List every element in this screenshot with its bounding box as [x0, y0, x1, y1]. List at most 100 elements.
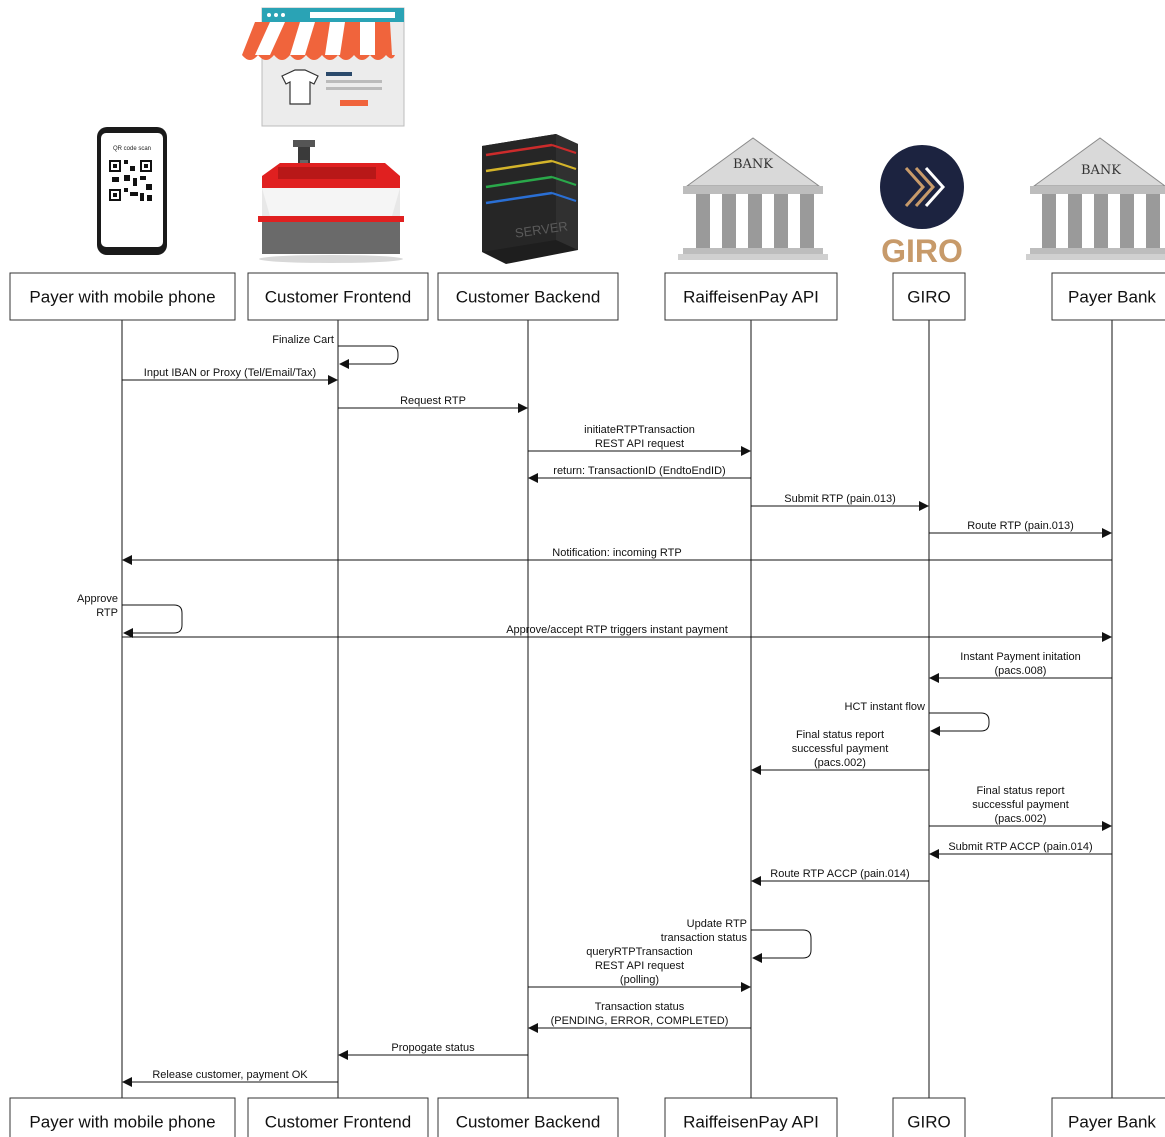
self-arrow [929, 712, 990, 736]
mobile-phone-qr-icon: QR code scan [97, 127, 167, 255]
actor-label-backend: Customer Backend [456, 1113, 601, 1132]
actor-label-payer: Payer with mobile phone [29, 288, 215, 307]
message-label: Notification: incoming RTP [552, 547, 681, 559]
server-caption: SERVER [514, 218, 569, 240]
actor-label-giro: GIRO [907, 288, 950, 307]
actor-box-frame [437, 272, 619, 321]
message-10: Approve/accept RTP triggers instant paym… [122, 624, 1112, 642]
actor-box-frame [247, 1097, 429, 1137]
message-label: Submit RTP ACCP (pain.014) [948, 841, 1092, 853]
actor-label-payer: Payer with mobile phone [29, 1113, 215, 1132]
message-label: Route RTP (pain.013) [967, 520, 1074, 532]
actor-box-frame [437, 1097, 619, 1137]
message-label: (pacs.008) [995, 665, 1047, 677]
message-19: Transaction status (PENDING, ERROR, COMPL… [528, 1001, 751, 1033]
actor-box-payerbank-top: Payer Bank [1051, 272, 1165, 321]
message-label: queryRTPTransaction [586, 946, 692, 958]
message-label: RTP [96, 607, 118, 619]
message-label: Input IBAN or Proxy (Tel/Email/Tax) [144, 367, 316, 379]
actor-box-backend-top: Customer Backend [437, 272, 619, 321]
message-label: initiateRTPTransaction [584, 424, 695, 436]
message-label: Release customer, payment OK [152, 1069, 308, 1081]
actor-box-payer-top: Payer with mobile phone [9, 272, 236, 321]
message-label: successful payment [792, 743, 889, 755]
message-21: Release customer, payment OK [122, 1069, 338, 1087]
server-icon: SERVER [482, 134, 578, 264]
actor-box-rpay-bottom: RaiffeisenPay API [664, 1097, 838, 1137]
actor-label-rpay: RaiffeisenPay API [683, 288, 819, 307]
actor-box-frame [247, 272, 429, 321]
message-label: Instant Payment initation [960, 651, 1080, 663]
actor-label-backend: Customer Backend [456, 288, 601, 307]
giro-logo-text: GIRO [881, 233, 963, 269]
message-label: HCT instant flow [845, 701, 926, 713]
actor-box-frame [1051, 272, 1165, 321]
lifelines [121, 320, 1113, 1098]
message-6: Submit RTP (pain.013) [751, 493, 929, 511]
message-label: Update RTP [687, 918, 747, 930]
actor-label-rpay: RaiffeisenPay API [683, 1113, 819, 1132]
cash-register-shop-icon [242, 7, 405, 263]
message-label: Transaction status [595, 1001, 685, 1013]
message-label: Route RTP ACCP (pain.014) [770, 868, 909, 880]
message-label: Approve [77, 593, 118, 605]
self-arrow [338, 345, 399, 369]
actor-box-frame [664, 272, 838, 321]
message-label: Submit RTP (pain.013) [784, 493, 895, 505]
bank-caption: BANK [733, 157, 773, 172]
self-arrow [122, 604, 183, 638]
phone-screen-caption: QR code scan [113, 146, 151, 152]
message-label: Final status report [796, 729, 884, 741]
actor-box-frame [664, 1097, 838, 1137]
actor-box-payer-bottom: Payer with mobile phone [9, 1097, 236, 1137]
message-7: Route RTP (pain.013) [929, 520, 1112, 538]
message-label: Final status report [976, 785, 1064, 797]
bank-building-icon: BANK [1026, 137, 1165, 260]
message-label: Finalize Cart [272, 334, 334, 346]
message-12: HCT instant flow [845, 701, 990, 736]
actor-box-giro-top: GIRO [892, 272, 966, 321]
message-3: Request RTP [338, 395, 528, 413]
message-11: Instant Payment initation (pacs.008) [929, 651, 1112, 683]
message-label: Approve/accept RTP triggers instant paym… [506, 624, 728, 636]
bank-building-icon: BANK [678, 137, 828, 260]
message-label: REST API request [595, 960, 684, 972]
message-8: Notification: incoming RTP [122, 547, 1112, 565]
actor-box-frame [9, 272, 236, 321]
actor-label-frontend: Customer Frontend [265, 1113, 411, 1132]
actor-box-payerbank-bottom: Payer Bank [1051, 1097, 1165, 1137]
actor-label-payerbank: Payer Bank [1068, 288, 1156, 307]
message-label: (pacs.002) [995, 813, 1047, 825]
message-label: (polling) [620, 974, 659, 986]
self-arrow [751, 929, 812, 963]
actor-box-frame [9, 1097, 236, 1137]
message-5: return: TransactionID (EndtoEndID) [528, 465, 751, 483]
giro-logo-icon: GIRO [880, 145, 964, 269]
actor-box-frame [1051, 1097, 1165, 1137]
message-label: (PENDING, ERROR, COMPLETED) [551, 1015, 729, 1027]
message-20: Propogate status [338, 1042, 528, 1060]
message-label: Request RTP [400, 395, 466, 407]
actor-label-giro: GIRO [907, 1113, 950, 1132]
actor-box-backend-bottom: Customer Backend [437, 1097, 619, 1137]
bank-caption: BANK [1081, 163, 1121, 178]
message-1: Finalize Cart [272, 334, 399, 369]
actor-box-frontend-top: Customer Frontend [247, 272, 429, 321]
actor-box-frame [892, 272, 966, 321]
message-label: return: TransactionID (EndtoEndID) [553, 465, 725, 477]
actor-box-frame [892, 1097, 966, 1137]
message-label: (pacs.002) [814, 757, 866, 769]
actor-header-row: Payer with mobile phone Customer Frontend… [9, 272, 1165, 321]
message-15: Submit RTP ACCP (pain.014) [929, 841, 1112, 859]
actor-footer-row: Payer with mobile phone Customer Frontend… [9, 1097, 1165, 1137]
actor-label-payerbank: Payer Bank [1068, 1113, 1156, 1132]
actor-box-rpay-top: RaiffeisenPay API [664, 272, 838, 321]
actor-label-frontend: Customer Frontend [265, 288, 411, 307]
message-label: transaction status [661, 932, 748, 944]
message-17: Update RTP transaction status [661, 918, 812, 963]
